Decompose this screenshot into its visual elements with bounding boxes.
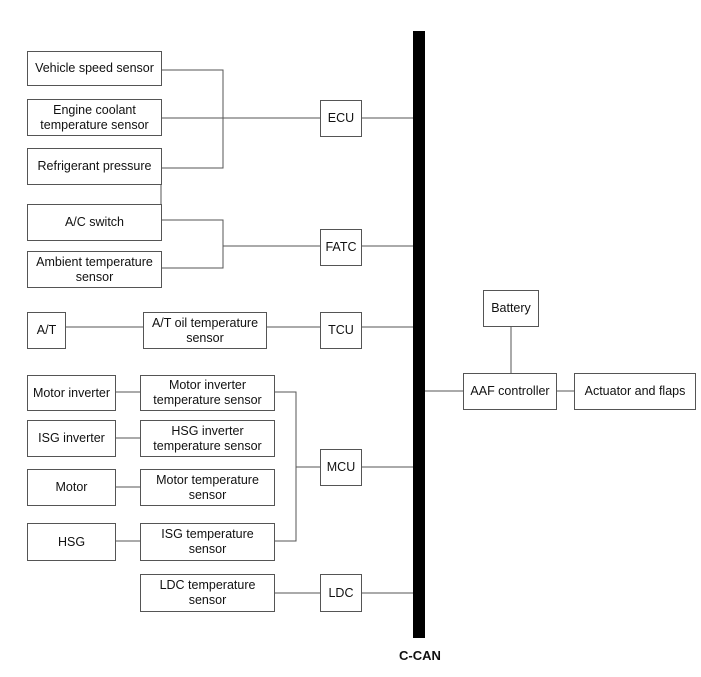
battery: Battery bbox=[483, 290, 539, 327]
c-can-label: C-CAN bbox=[399, 648, 441, 663]
wire-ac-ambient bbox=[161, 219, 224, 269]
ambient-temperature-sensor: Ambient temperature sensor bbox=[27, 251, 162, 288]
motor-inverter-temperature-sensor: Motor inverter temperature sensor bbox=[140, 375, 275, 411]
fatc: FATC bbox=[320, 229, 362, 266]
tcu: TCU bbox=[320, 312, 362, 349]
c-can-bus bbox=[413, 31, 425, 638]
aaf-controller: AAF controller bbox=[463, 373, 557, 410]
actuator-and-flaps: Actuator and flaps bbox=[574, 373, 696, 410]
wire-vehicle-speed bbox=[161, 69, 224, 169]
at-box: A/T bbox=[27, 312, 66, 349]
at-oil-temperature-sensor: A/T oil temperature sensor bbox=[143, 312, 267, 349]
ac-switch: A/C switch bbox=[27, 204, 162, 241]
hsg: HSG bbox=[27, 523, 116, 561]
ecu: ECU bbox=[320, 100, 362, 137]
wire-mcu-bracket bbox=[275, 391, 297, 542]
motor: Motor bbox=[27, 469, 116, 506]
motor-inverter: Motor inverter bbox=[27, 375, 116, 411]
hsg-inverter-temperature-sensor: HSG inverter temperature sensor bbox=[140, 420, 275, 457]
motor-temperature-sensor: Motor temperature sensor bbox=[140, 469, 275, 506]
ldc-temperature-sensor: LDC temperature sensor bbox=[140, 574, 275, 612]
engine-coolant-temperature-sensor: Engine coolant temperature sensor bbox=[27, 99, 162, 136]
isg-temperature-sensor: ISG temperature sensor bbox=[140, 523, 275, 561]
ldc: LDC bbox=[320, 574, 362, 612]
isg-inverter: ISG inverter bbox=[27, 420, 116, 457]
vehicle-speed-sensor: Vehicle speed sensor bbox=[27, 51, 162, 86]
refrigerant-pressure: Refrigerant pressure bbox=[27, 148, 162, 185]
mcu: MCU bbox=[320, 449, 362, 486]
